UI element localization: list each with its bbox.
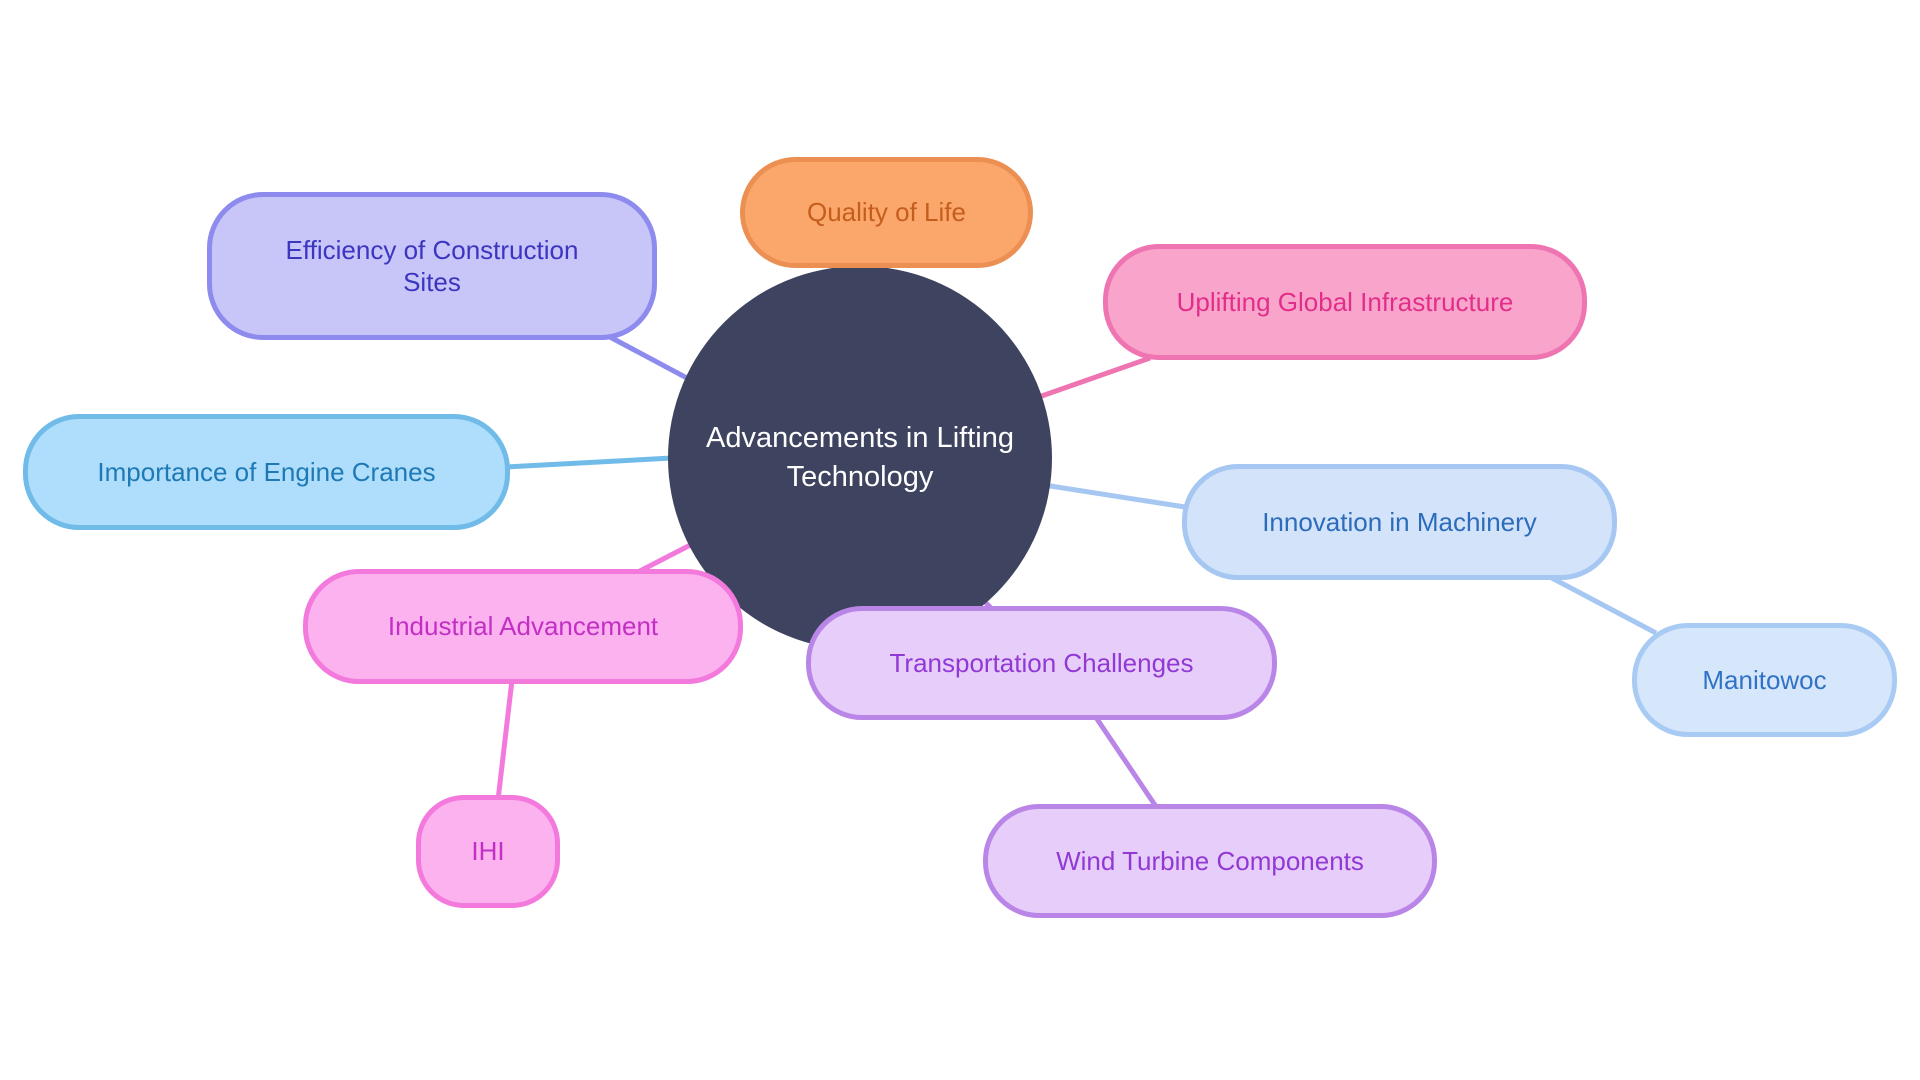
node-manitowoc[interactable]: Manitowoc [1632, 623, 1897, 737]
node-uplifting-global-infrastructure[interactable]: Uplifting Global Infrastructure [1103, 244, 1587, 360]
node-label: Wind Turbine Components [1056, 845, 1364, 876]
node-label: Quality of Life [807, 197, 966, 228]
node-efficiency-of-construction-sites[interactable]: Efficiency of Construction Sites [207, 192, 657, 340]
node-label: Importance of Engine Cranes [97, 456, 436, 487]
edge-center-uplifting [1035, 355, 1151, 401]
edge-transportation-wind [1092, 714, 1160, 810]
node-label: Manitowoc [1702, 664, 1827, 695]
node-ihi[interactable]: IHI [416, 795, 560, 908]
central-node[interactable]: Advancements in Lifting Technology [668, 266, 1052, 650]
node-label: Uplifting Global Infrastructure [1176, 286, 1514, 317]
node-innovation-in-machinery[interactable]: Innovation in Machinery [1182, 464, 1617, 580]
node-transportation-challenges[interactable]: Transportation Challenges [806, 606, 1277, 720]
node-label: Industrial Advancement [387, 611, 659, 642]
node-wind-turbine-components[interactable]: Wind Turbine Components [983, 804, 1437, 918]
central-node-label: Advancements in Lifting Technology [706, 421, 1014, 493]
node-industrial-advancement[interactable]: Industrial Advancement [303, 569, 743, 684]
edge-center-importance [505, 455, 673, 470]
edge-center-innovation [1043, 482, 1186, 510]
edge-industrial-ihi [495, 679, 515, 801]
node-label: Transportation Challenges [889, 647, 1194, 678]
node-label: Efficiency of Construction Sites [285, 234, 579, 298]
node-label: IHI [471, 836, 505, 867]
edge-innovation-manitowoc [1548, 574, 1658, 636]
node-quality-of-life[interactable]: Quality of Life [740, 157, 1033, 268]
node-label: Innovation in Machinery [1262, 506, 1537, 537]
node-importance-of-engine-cranes[interactable]: Importance of Engine Cranes [23, 414, 510, 530]
